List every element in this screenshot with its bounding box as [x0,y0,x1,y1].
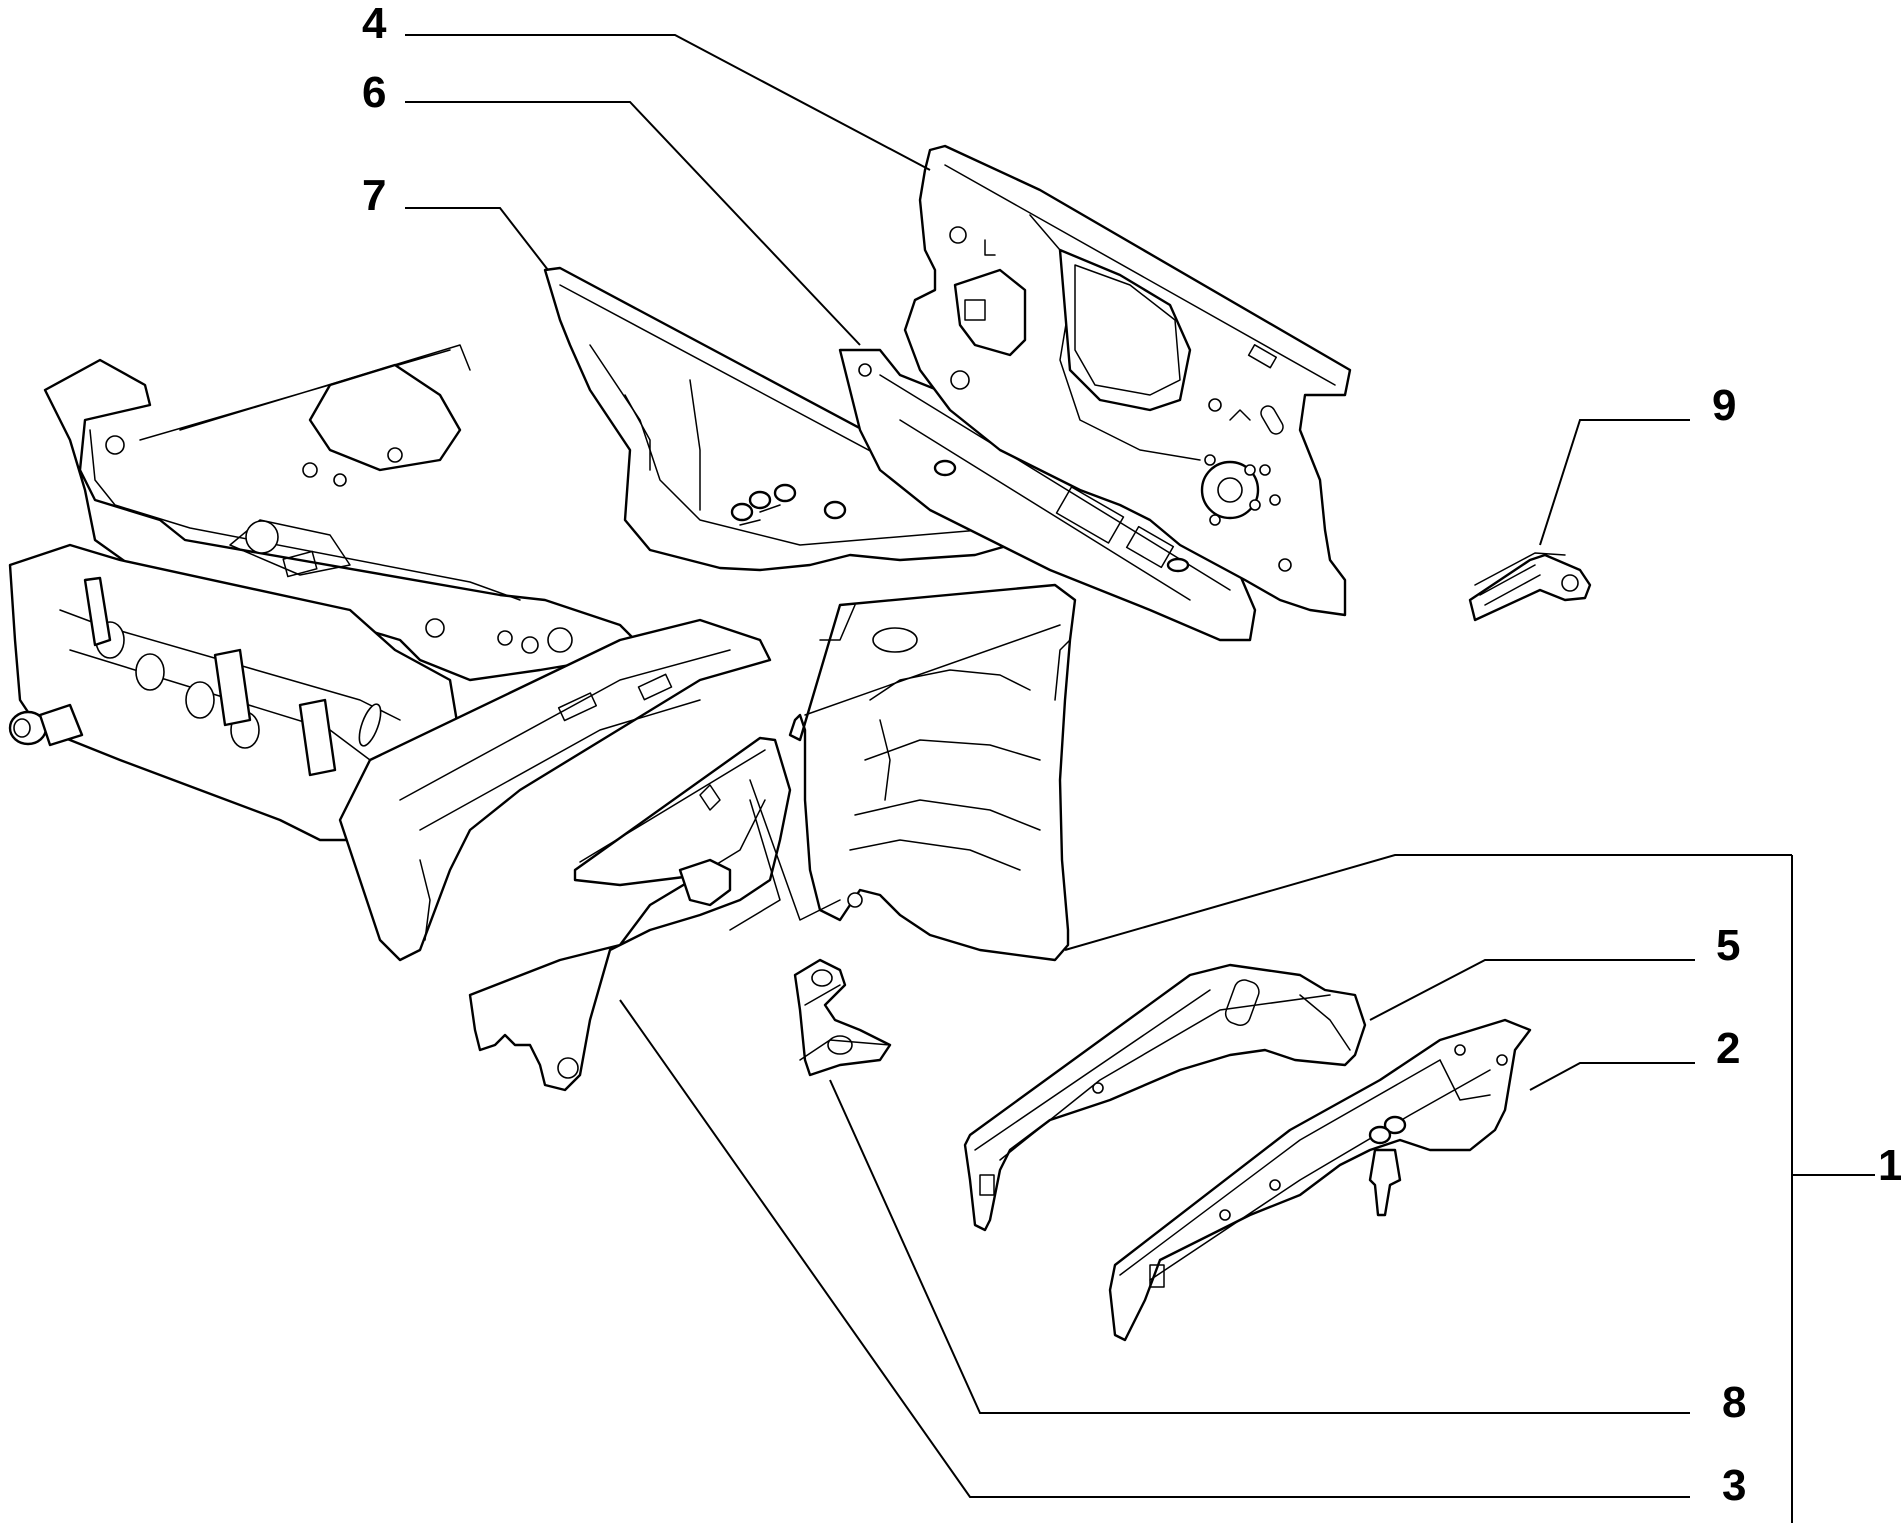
leader-6 [405,101,861,346]
part-6-dash-panel-lower [838,348,1257,642]
leader-7 [405,207,549,271]
callout-labels: 4 6 7 9 5 2 1 8 3 [362,0,1901,1510]
leader-1-arch [1064,854,1792,951]
leader-4 [405,34,931,171]
leader-5 [1369,959,1695,1021]
part-1-inner-wing [788,583,1077,962]
callout-3: 3 [1722,1461,1746,1510]
part-2-lower-side-rail [1108,1018,1532,1342]
callout-9: 9 [1712,381,1736,430]
leader-9 [1539,419,1690,546]
callout-2: 2 [1716,1024,1740,1073]
callout-5: 5 [1716,921,1740,970]
callout-4: 4 [362,0,387,48]
leader-lines [405,34,1875,1523]
leader-8 [829,1079,1690,1414]
leader-2 [1529,1062,1695,1091]
callout-8: 8 [1722,1378,1746,1427]
leader-3 [619,999,1690,1498]
callout-1: 1 [1878,1141,1901,1190]
part-3-wing-reinforcement [468,736,841,1092]
callout-7: 7 [362,171,386,220]
part-5-upper-side-rail [963,963,1367,1232]
part-7-dash-crossmember [543,266,1027,572]
part-8-support-bracket [793,958,892,1077]
part-4-firewall [903,144,1352,617]
front-end-assembly [8,344,772,962]
callout-6: 6 [362,68,386,117]
part-9-angle-bracket [1468,552,1592,622]
